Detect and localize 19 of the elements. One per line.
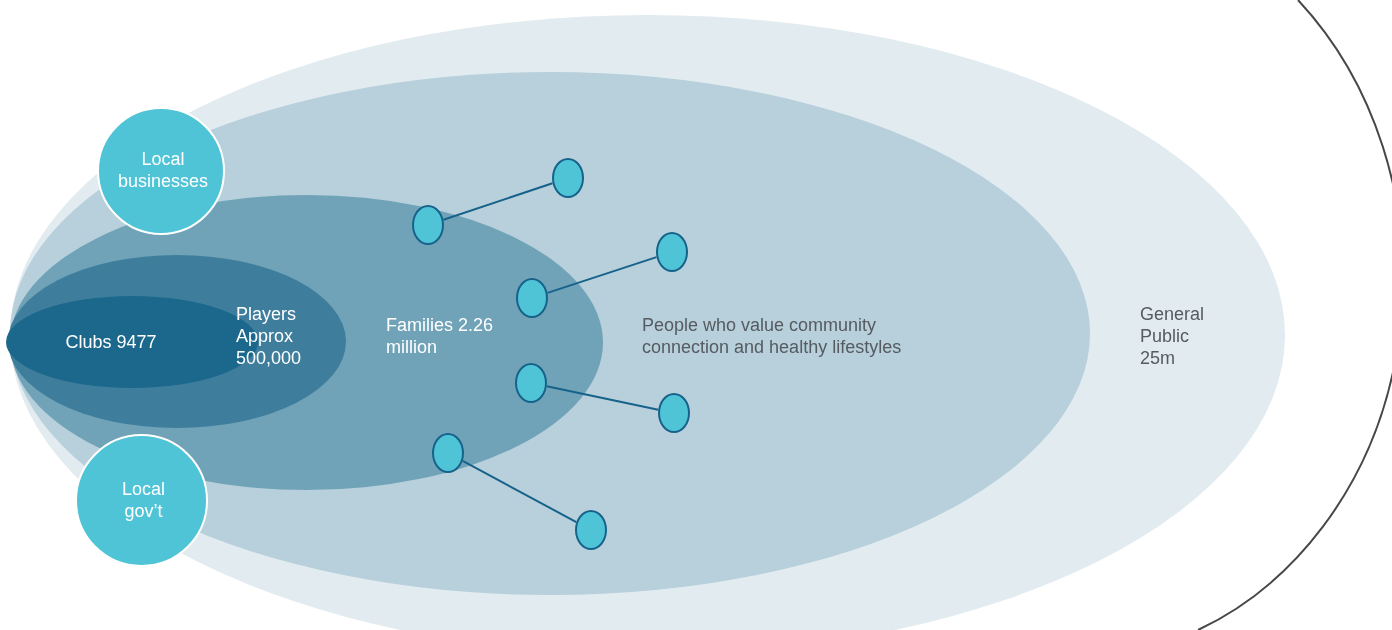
region-label: Local gov’t: [121, 478, 166, 522]
region-label: Families 2.26 million: [386, 314, 495, 358]
small-circle: [515, 363, 547, 403]
small-circle: [552, 158, 584, 198]
region-label: General Public 25m: [1140, 303, 1206, 369]
small-circle: [575, 510, 607, 550]
region-label: Clubs 9477: [64, 331, 158, 353]
small-circle: [516, 278, 548, 318]
connector-line: [442, 182, 554, 221]
small-circle: [412, 205, 444, 245]
connector-line: [546, 256, 658, 294]
connector-line: [461, 459, 578, 524]
small-circle: [656, 232, 688, 272]
small-circle: [432, 433, 464, 473]
region-label: People who value community connection and healthy lifestyles: [642, 314, 903, 358]
small-circle: [658, 393, 690, 433]
connector-line: [545, 385, 660, 411]
region-label: Players Approx 500,000: [236, 303, 303, 369]
region-label: Local businesses: [116, 148, 210, 192]
